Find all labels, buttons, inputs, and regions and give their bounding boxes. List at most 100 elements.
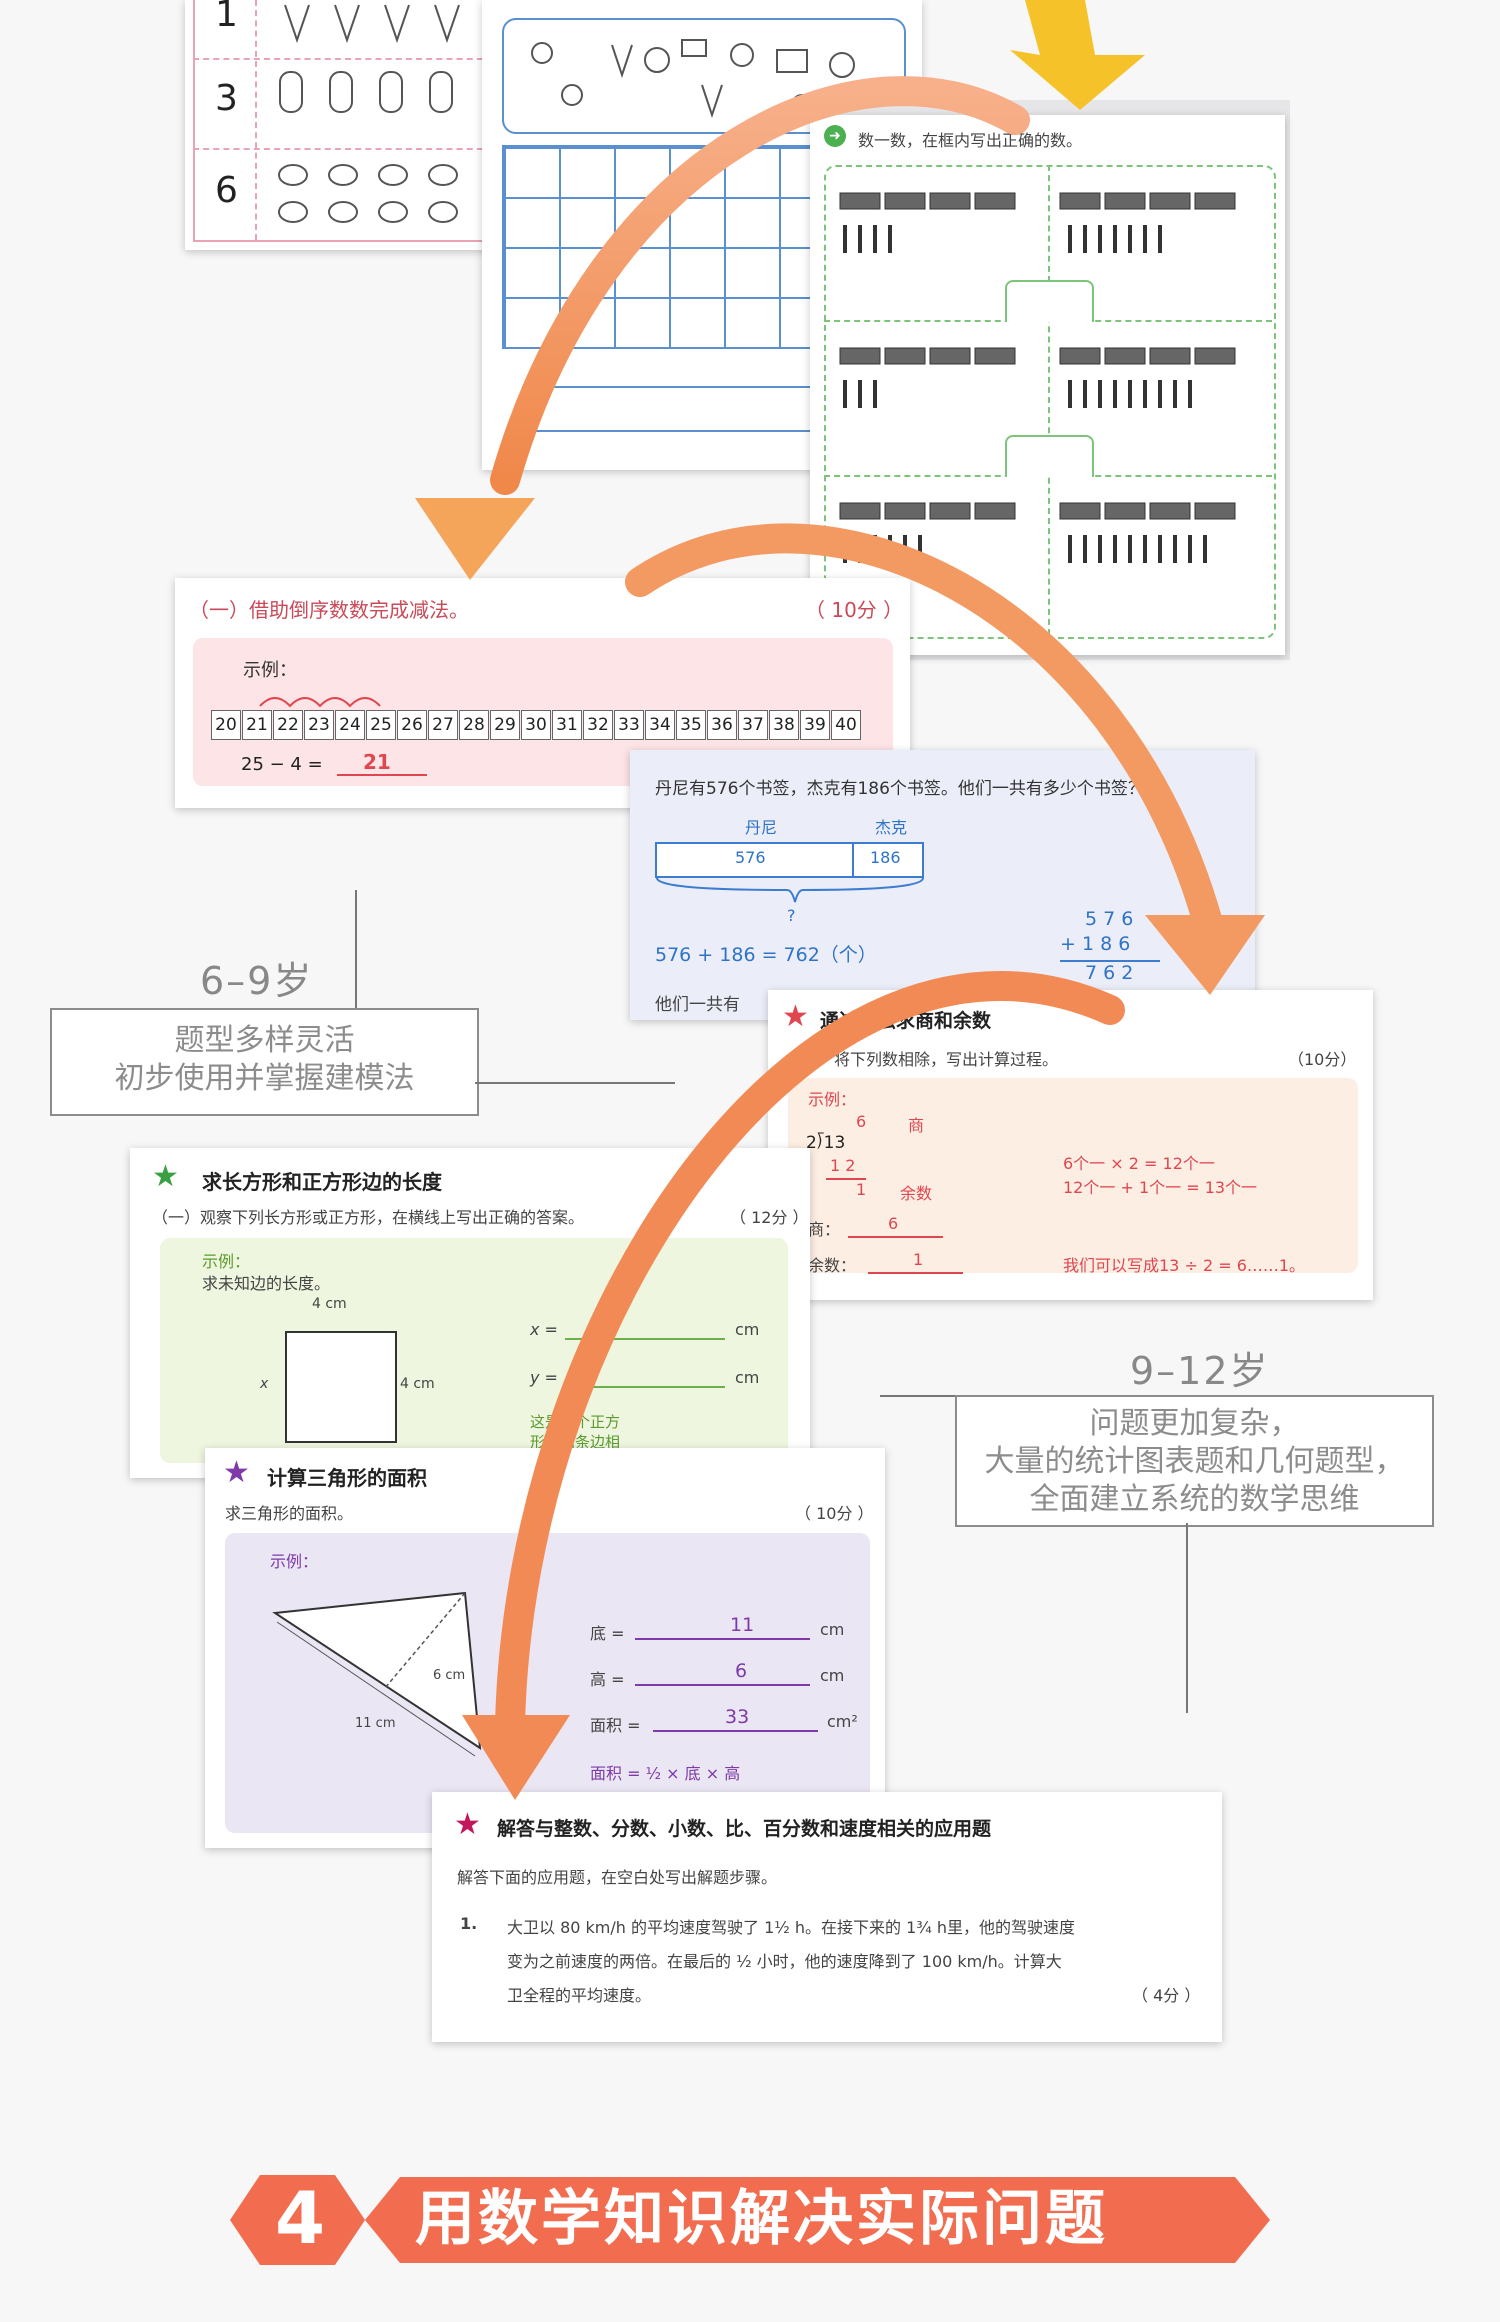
- star-icon: ★: [782, 999, 809, 1034]
- number-cell: 28: [459, 710, 489, 740]
- base-unit: cm: [820, 1620, 845, 1639]
- number-cell: 39: [800, 710, 830, 740]
- shang-label: 商：: [808, 1220, 841, 1239]
- word-problem-title: 解答与整数、分数、小数、比、百分数和速度相关的应用题: [497, 1818, 992, 1840]
- number-cell: 33: [614, 710, 644, 740]
- number-cell: 38: [769, 710, 799, 740]
- bookmark-equation: 576 + 186 = 762（个）: [655, 944, 877, 966]
- number-cell: 24: [335, 710, 365, 740]
- shang-underline: [848, 1236, 943, 1238]
- number-cell: 21: [242, 710, 272, 740]
- quotient-digit: 6: [856, 1112, 867, 1131]
- number-cell: 26: [397, 710, 427, 740]
- triangle-instruction: 求三角形的面积。: [225, 1504, 354, 1523]
- age-desc-line: 全面建立系统的数学思维: [1029, 1482, 1360, 1517]
- number-cell: 32: [583, 710, 613, 740]
- vertical-rule: [1060, 960, 1160, 962]
- bundle-col-line: [1048, 165, 1050, 635]
- age-label-9-12: 9–12岁: [1130, 1349, 1270, 1393]
- bundle-pictures: [839, 192, 1236, 563]
- rectangle-example-label: 示例：: [202, 1252, 251, 1271]
- connector-line: [475, 1082, 675, 1084]
- x-field-input[interactable]: [565, 1338, 725, 1340]
- rectangle-instruction: （一）观察下列长方形或正方形，在横线上写出正确的答案。: [152, 1208, 585, 1227]
- yushu-value: 1: [913, 1250, 924, 1269]
- star-icon: ★: [152, 1159, 179, 1194]
- label-jack: 杰克: [875, 818, 908, 837]
- y-field-input[interactable]: [565, 1386, 725, 1388]
- base-underline: [635, 1638, 810, 1640]
- square-shape: [285, 1331, 397, 1443]
- yushu-underline: [868, 1272, 963, 1274]
- divisor-line: 2⟌13: [806, 1133, 846, 1153]
- number-cell: 30: [521, 710, 551, 740]
- value-danny: 576: [735, 848, 766, 867]
- connector-line: [1186, 1523, 1188, 1713]
- area-underline: [653, 1730, 818, 1732]
- value-jack: 186: [870, 848, 901, 867]
- triangle-example-label: 示例：: [270, 1552, 319, 1571]
- bundle-instruction: 数一数，在框内写出正确的数。: [858, 131, 1083, 150]
- yushu-label: 余数：: [808, 1256, 857, 1275]
- remainder-digit: 1: [856, 1180, 867, 1199]
- triangle-score: （ 10分 ）: [795, 1504, 874, 1523]
- problem-line1: 大卫以 80 km/h 的平均速度驾驶了 1½ h。在接下来的 1¾ h里，他的…: [507, 1918, 1076, 1937]
- number-cell: 31: [552, 710, 582, 740]
- star-icon: ★: [454, 1807, 481, 1842]
- rectangle-card: ★ 求长方形和正方形边的长度 （一）观察下列长方形或正方形，在横线上写出正确的答…: [130, 1148, 810, 1478]
- banner-text: 用数学知识解决实际问题: [415, 2184, 1108, 2254]
- triangle-card: ★ 计算三角形的面积 求三角形的面积。 （ 10分 ） 示例： 6 cm 11 …: [205, 1448, 885, 1848]
- counting-divider: [255, 0, 257, 240]
- problem-line3: 卫全程的平均速度。: [507, 1986, 652, 2005]
- top-side-label: 4 cm: [312, 1296, 347, 1312]
- answer-underline: [337, 774, 427, 776]
- unknown-mark: ?: [787, 906, 796, 925]
- division-example-label: 示例：: [808, 1090, 857, 1109]
- connector-line: [355, 890, 357, 1008]
- number-cell: 25: [366, 710, 396, 740]
- triangle-base-label: 11 cm: [355, 1716, 396, 1731]
- shang-value: 6: [888, 1214, 899, 1233]
- banner-shape: [230, 2175, 1270, 2265]
- height-field-label: 高 =: [590, 1670, 625, 1689]
- counting-pictures: [278, 4, 460, 223]
- triangle-figure: [272, 1591, 482, 1757]
- word-problem-card: ★ 解答与整数、分数、小数、比、百分数和速度相关的应用题 解答下面的应用题，在空…: [432, 1792, 1222, 2042]
- rectangle-title: 求长方形和正方形边的长度: [202, 1170, 442, 1194]
- number-cell: 27: [428, 710, 458, 740]
- yellow-arrow: [1010, 0, 1145, 110]
- division-instruction: （一）将下列数相除，写出计算过程。: [786, 1050, 1059, 1069]
- number-cell: 37: [738, 710, 768, 740]
- x-mark: x: [260, 1376, 269, 1392]
- age-desc-line: 大量的统计图表题和几何题型，: [984, 1444, 1405, 1479]
- counting-number: 3: [215, 78, 238, 119]
- height-value: 6: [735, 1660, 748, 1682]
- problem-score: （ 4分 ）: [1132, 1986, 1201, 2005]
- area-formula: 面积 = ½ × 底 × 高: [590, 1764, 741, 1783]
- division-card: ★ 通过除法求商和余数 （一）将下列数相除，写出计算过程。 （10分） 示例： …: [768, 990, 1373, 1300]
- bookmark-answer-text: 他们一共有: [655, 995, 740, 1015]
- counting-sheet: 1 3 6: [185, 0, 497, 250]
- item-number: 1.: [460, 1914, 478, 1933]
- bundle-sheet: ➜ 数一数，在框内写出正确的数。: [810, 115, 1285, 655]
- age-desc-line: 问题更加复杂，: [1089, 1406, 1300, 1441]
- area-field-label: 面积 =: [590, 1716, 641, 1735]
- base-value: 11: [730, 1614, 755, 1636]
- right-side-label: 4 cm: [400, 1376, 435, 1392]
- calc-line1: 6个一 × 2 = 12个一: [1063, 1154, 1215, 1173]
- y-field-label: y =: [530, 1368, 558, 1387]
- subtraction-title: （一）借助倒序数数完成减法。: [189, 598, 469, 622]
- vertical-row2: + 1 8 6: [1060, 933, 1131, 955]
- height-underline: [635, 1684, 810, 1686]
- vertical-row3: 7 6 2: [1085, 962, 1134, 984]
- number-cell: 36: [707, 710, 737, 740]
- number-cell: 22: [273, 710, 303, 740]
- y-unit: cm: [735, 1368, 760, 1387]
- subtraction-answer: 21: [363, 750, 391, 774]
- vertical-row1: 5 7 6: [1085, 908, 1134, 930]
- age-desc-9-12: 问题更加复杂， 大量的统计图表题和几何题型， 全面建立系统的数学思维: [955, 1395, 1434, 1527]
- label-danny: 丹尼: [745, 818, 778, 837]
- total-brace: [656, 877, 924, 903]
- division-score: （10分）: [1288, 1050, 1357, 1069]
